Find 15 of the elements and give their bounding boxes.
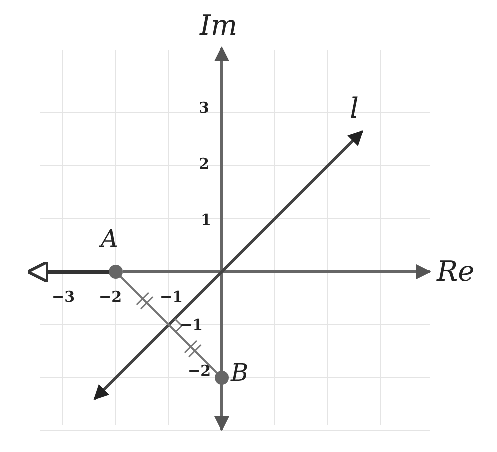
tick-label: −2 [99, 290, 122, 305]
ray-arrow [26, 260, 109, 284]
tick-label: 2 [199, 157, 210, 172]
tick-label: 3 [199, 101, 210, 116]
axis-label: Re [437, 258, 475, 286]
axis-label: Im [200, 12, 238, 40]
line-label: l [350, 95, 359, 123]
point-label: A [101, 227, 118, 251]
point-label: B [231, 361, 249, 385]
tick-label: −1 [180, 318, 204, 333]
tick-label: −1 [160, 290, 184, 305]
tick-label: −2 [188, 364, 212, 379]
tick-label: 1 [201, 213, 212, 228]
tick-label: −3 [52, 290, 76, 305]
line-segment [120, 276, 218, 374]
